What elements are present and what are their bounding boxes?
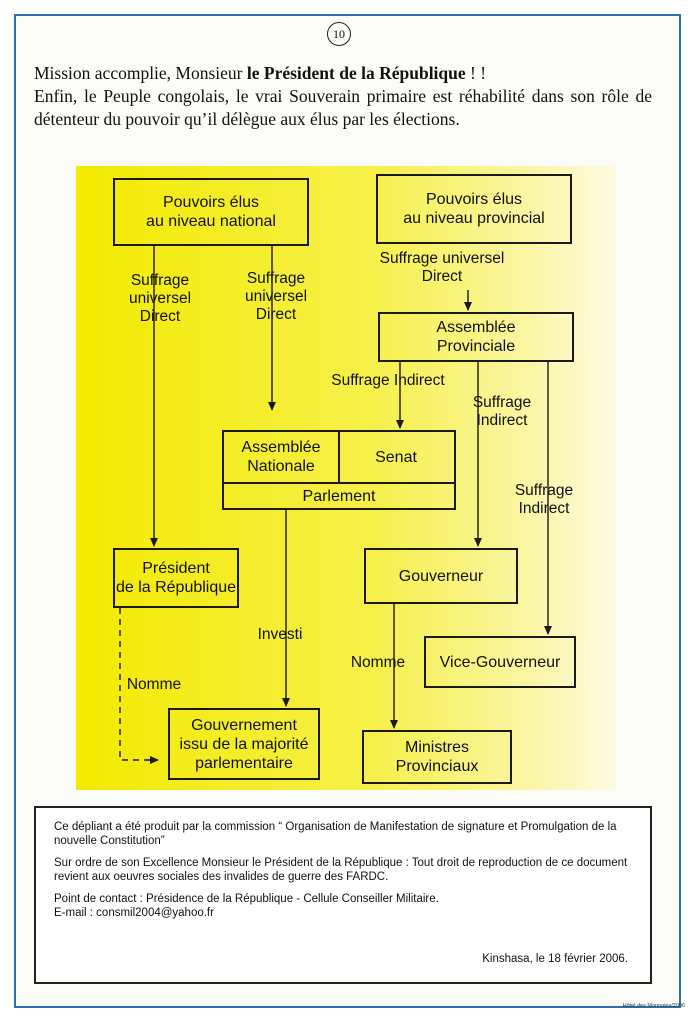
label-text: Suffrage universel: [379, 250, 505, 267]
box-text: Provinciale: [436, 338, 516, 355]
intro-bold: le Président de la République: [246, 63, 466, 83]
label-nomme-right: Nomme: [350, 654, 406, 671]
footer-para-2: Sur ordre de son Excellence Monsieur le …: [54, 857, 628, 883]
box-text: Nationale: [247, 458, 315, 475]
box-text: Ministres: [404, 739, 469, 756]
label-text: Indirect: [518, 500, 570, 517]
box-senat: Senat: [338, 432, 454, 484]
box-text: Président: [142, 560, 210, 577]
label-text: Suffrage: [130, 272, 190, 289]
printer-credit: Hôtel des Monnaies/2006: [622, 1003, 685, 1009]
intro-paragraph-2: Enfin, le Peuple congolais, le vrai Souv…: [34, 86, 652, 129]
label-text: universel: [128, 290, 192, 307]
intro-prefix: Mission accomplie, Monsieur: [34, 63, 247, 83]
box-pouvoirs-national: Pouvoirs élus au niveau national: [113, 178, 309, 246]
box-text: au niveau provincial: [403, 210, 545, 227]
label-investi: Investi: [257, 626, 303, 643]
footer-signature: Kinshasa, le 18 février 2006.: [482, 953, 628, 965]
footer-box: Ce dépliant a été produit par la commiss…: [34, 806, 652, 984]
label-text: Suffrage: [472, 394, 532, 411]
intro-suffix: ! !: [465, 63, 487, 83]
label-text: Direct: [139, 308, 181, 325]
box-text: de la République: [115, 579, 237, 596]
label-suffrage-indirect-1: Suffrage Indirect: [331, 372, 445, 389]
label-text: Suffrage: [246, 270, 306, 287]
footer-email: E-mail : consmil2004@yahoo.fr: [54, 907, 214, 919]
box-text: Pouvoirs élus: [162, 194, 260, 211]
box-vice-gouverneur: Vice-Gouverneur: [424, 636, 576, 688]
label-text: Indirect: [476, 412, 528, 429]
intro-text: Mission accomplie, Monsieur le Président…: [34, 62, 652, 131]
box-text: Gouvernement: [191, 716, 297, 734]
box-text: Provinciaux: [395, 758, 479, 775]
box-text: au niveau national: [146, 213, 276, 230]
footer-para-1: Ce dépliant a été produit par la commiss…: [54, 821, 617, 847]
box-text: parlementaire: [195, 754, 293, 772]
label-parlement: Parlement: [302, 487, 376, 505]
box-text: Assemblée: [436, 319, 516, 336]
label-text: universel: [244, 288, 308, 305]
box-pouvoirs-provincial: Pouvoirs élus au niveau provincial: [376, 174, 572, 244]
page-number: 10: [327, 22, 351, 46]
label-text: Direct: [421, 268, 463, 285]
label-text: Suffrage: [514, 482, 574, 499]
label-text: Direct: [255, 306, 297, 323]
footer-contact: Point de contact : Présidence de la Répu…: [54, 893, 439, 905]
box-president: Président de la République: [113, 548, 239, 608]
box-gouverneur: Gouverneur: [364, 548, 518, 604]
box-text: Pouvoirs élus: [425, 191, 523, 208]
label-nomme-left: Nomme: [126, 676, 182, 693]
box-text: issu de la majorité: [179, 735, 309, 753]
box-text: Assemblée: [241, 439, 321, 456]
intro-line-1: Mission accomplie, Monsieur le Président…: [34, 62, 652, 85]
